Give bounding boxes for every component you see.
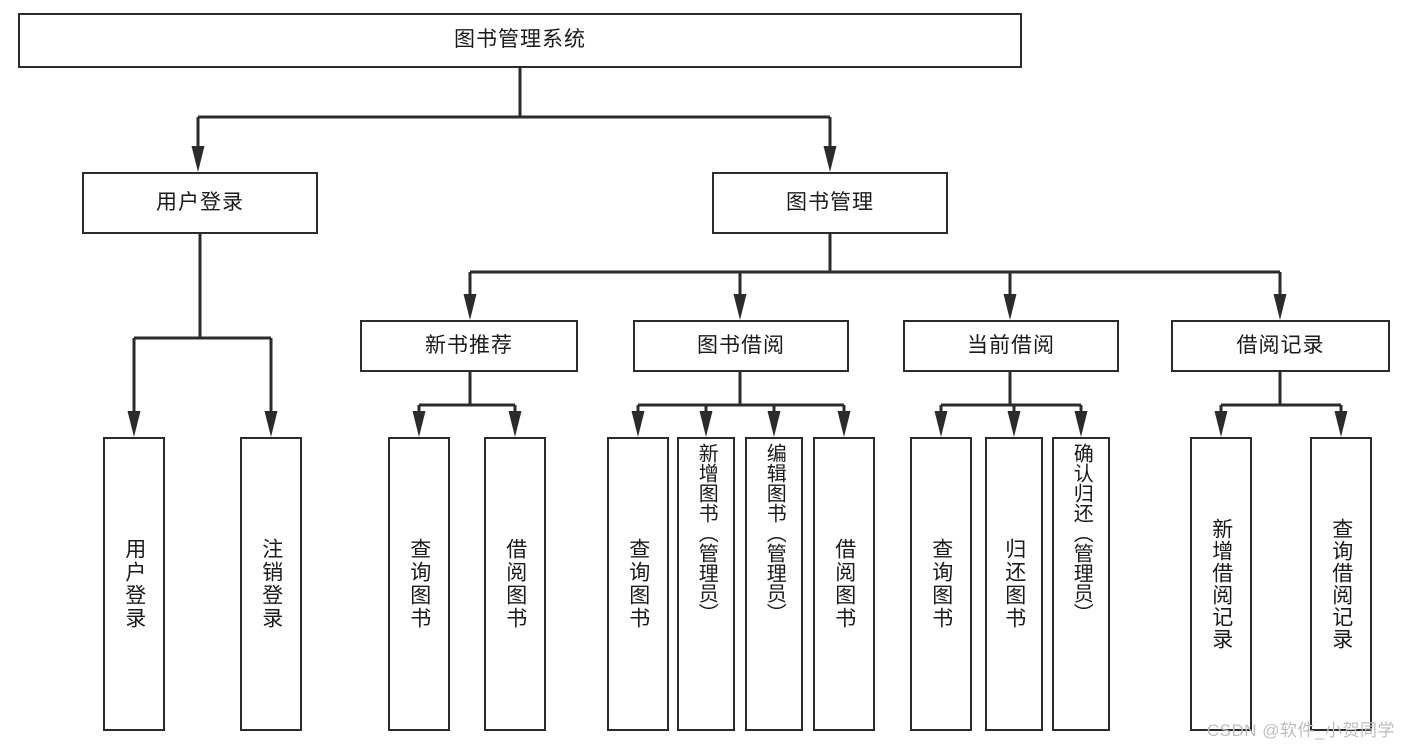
node-leaf-return-book-label: 归还图书 bbox=[1002, 538, 1026, 630]
node-leaf-confirm-return[interactable]: 确认归还（管理员） bbox=[1052, 437, 1110, 731]
node-leaf-add-record[interactable]: 新增借阅记录 bbox=[1190, 437, 1252, 731]
node-current-borrow[interactable]: 当前借阅 bbox=[903, 320, 1119, 372]
node-leaf-add-book-label: 新增图书（管理员） bbox=[695, 443, 718, 623]
node-borrow-record-label: 借阅记录 bbox=[1236, 333, 1325, 357]
node-leaf-borrow-book-2[interactable]: 借阅图书 bbox=[813, 437, 875, 731]
node-leaf-query-book-1-label: 查询图书 bbox=[407, 538, 431, 630]
node-root-label: 图书管理系统 bbox=[454, 28, 586, 52]
node-leaf-query-book-1[interactable]: 查询图书 bbox=[388, 437, 450, 731]
node-book-manage[interactable]: 图书管理 bbox=[712, 172, 948, 234]
node-leaf-confirm-return-label: 确认归还（管理员） bbox=[1070, 443, 1093, 623]
node-leaf-query-book-3-label: 查询图书 bbox=[929, 538, 953, 630]
node-leaf-borrow-book-2-label: 借阅图书 bbox=[832, 538, 856, 630]
node-leaf-borrow-book-1-label: 借阅图书 bbox=[503, 538, 527, 630]
node-leaf-query-book-2[interactable]: 查询图书 bbox=[607, 437, 669, 731]
node-leaf-user-logout-label: 注销登录 bbox=[259, 538, 283, 630]
node-user-login-label: 用户登录 bbox=[156, 190, 244, 214]
node-book-borrow[interactable]: 图书借阅 bbox=[633, 320, 849, 372]
node-user-login[interactable]: 用户登录 bbox=[82, 172, 318, 234]
node-current-borrow-label: 当前借阅 bbox=[967, 333, 1055, 357]
node-leaf-user-login[interactable]: 用户登录 bbox=[103, 437, 165, 731]
node-book-borrow-label: 图书借阅 bbox=[697, 333, 785, 357]
node-leaf-add-book[interactable]: 新增图书（管理员） bbox=[677, 437, 735, 731]
watermark-text: CSDN @软件_小贺同学 bbox=[1206, 721, 1395, 740]
node-root[interactable]: 图书管理系统 bbox=[18, 13, 1022, 68]
node-leaf-edit-book-label: 编辑图书（管理员） bbox=[763, 443, 786, 623]
node-leaf-query-record-label: 查询借阅记录 bbox=[1329, 518, 1353, 650]
node-leaf-user-login-label: 用户登录 bbox=[122, 538, 146, 630]
node-leaf-add-record-label: 新增借阅记录 bbox=[1209, 518, 1233, 650]
node-borrow-record[interactable]: 借阅记录 bbox=[1171, 320, 1390, 372]
node-leaf-user-logout[interactable]: 注销登录 bbox=[240, 437, 302, 731]
node-new-book-recommend-label: 新书推荐 bbox=[425, 333, 513, 357]
node-leaf-borrow-book-1[interactable]: 借阅图书 bbox=[484, 437, 546, 731]
node-leaf-query-book-2-label: 查询图书 bbox=[626, 538, 650, 630]
node-new-book-recommend[interactable]: 新书推荐 bbox=[360, 320, 578, 372]
node-leaf-return-book[interactable]: 归还图书 bbox=[985, 437, 1043, 731]
node-book-manage-label: 图书管理 bbox=[786, 190, 874, 214]
node-leaf-query-record[interactable]: 查询借阅记录 bbox=[1310, 437, 1372, 731]
node-leaf-edit-book[interactable]: 编辑图书（管理员） bbox=[745, 437, 803, 731]
node-leaf-query-book-3[interactable]: 查询图书 bbox=[910, 437, 972, 731]
